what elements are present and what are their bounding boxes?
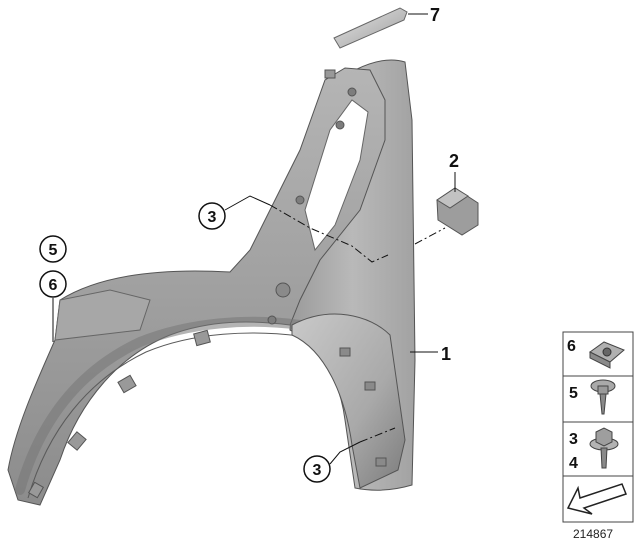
front-arch-extension xyxy=(291,313,406,489)
callout-part-6: 6 xyxy=(49,277,58,294)
callout-part-3-lower: 3 xyxy=(313,462,322,479)
direction-arrow-icon xyxy=(566,483,627,515)
legend-label-5: 5 xyxy=(569,385,578,402)
bolt-icon xyxy=(589,427,619,469)
callouts: 7 2 1 3 3 5 6 xyxy=(39,5,459,483)
speed-nut-icon xyxy=(589,341,625,369)
screw-icon xyxy=(590,379,616,415)
callout-part-3-upper: 3 xyxy=(208,209,217,226)
callout-circle xyxy=(39,270,67,298)
dash-dot-lines xyxy=(269,204,446,443)
reference-number: 214867 xyxy=(573,527,613,541)
leader-part-3-upper xyxy=(224,195,271,211)
leader-lines xyxy=(52,13,456,465)
callout-part-2: 2 xyxy=(449,151,459,171)
wheel-arch-frame xyxy=(7,67,386,506)
callout-part-5: 5 xyxy=(49,242,58,259)
callout-circle xyxy=(39,235,67,263)
legend-label-4: 4 xyxy=(569,455,578,472)
callout-circle xyxy=(198,202,226,230)
callout-part-7: 7 xyxy=(430,5,440,25)
fastener-legend: 6 5 3 4 xyxy=(562,331,634,523)
callout-circle xyxy=(303,455,331,483)
bracket xyxy=(436,187,479,236)
leader-part-3-lower xyxy=(329,441,361,465)
callout-part-1: 1 xyxy=(441,344,451,364)
legend-label-6: 6 xyxy=(567,338,576,355)
legend-label-3: 3 xyxy=(569,431,578,448)
trim-strip xyxy=(333,7,408,49)
